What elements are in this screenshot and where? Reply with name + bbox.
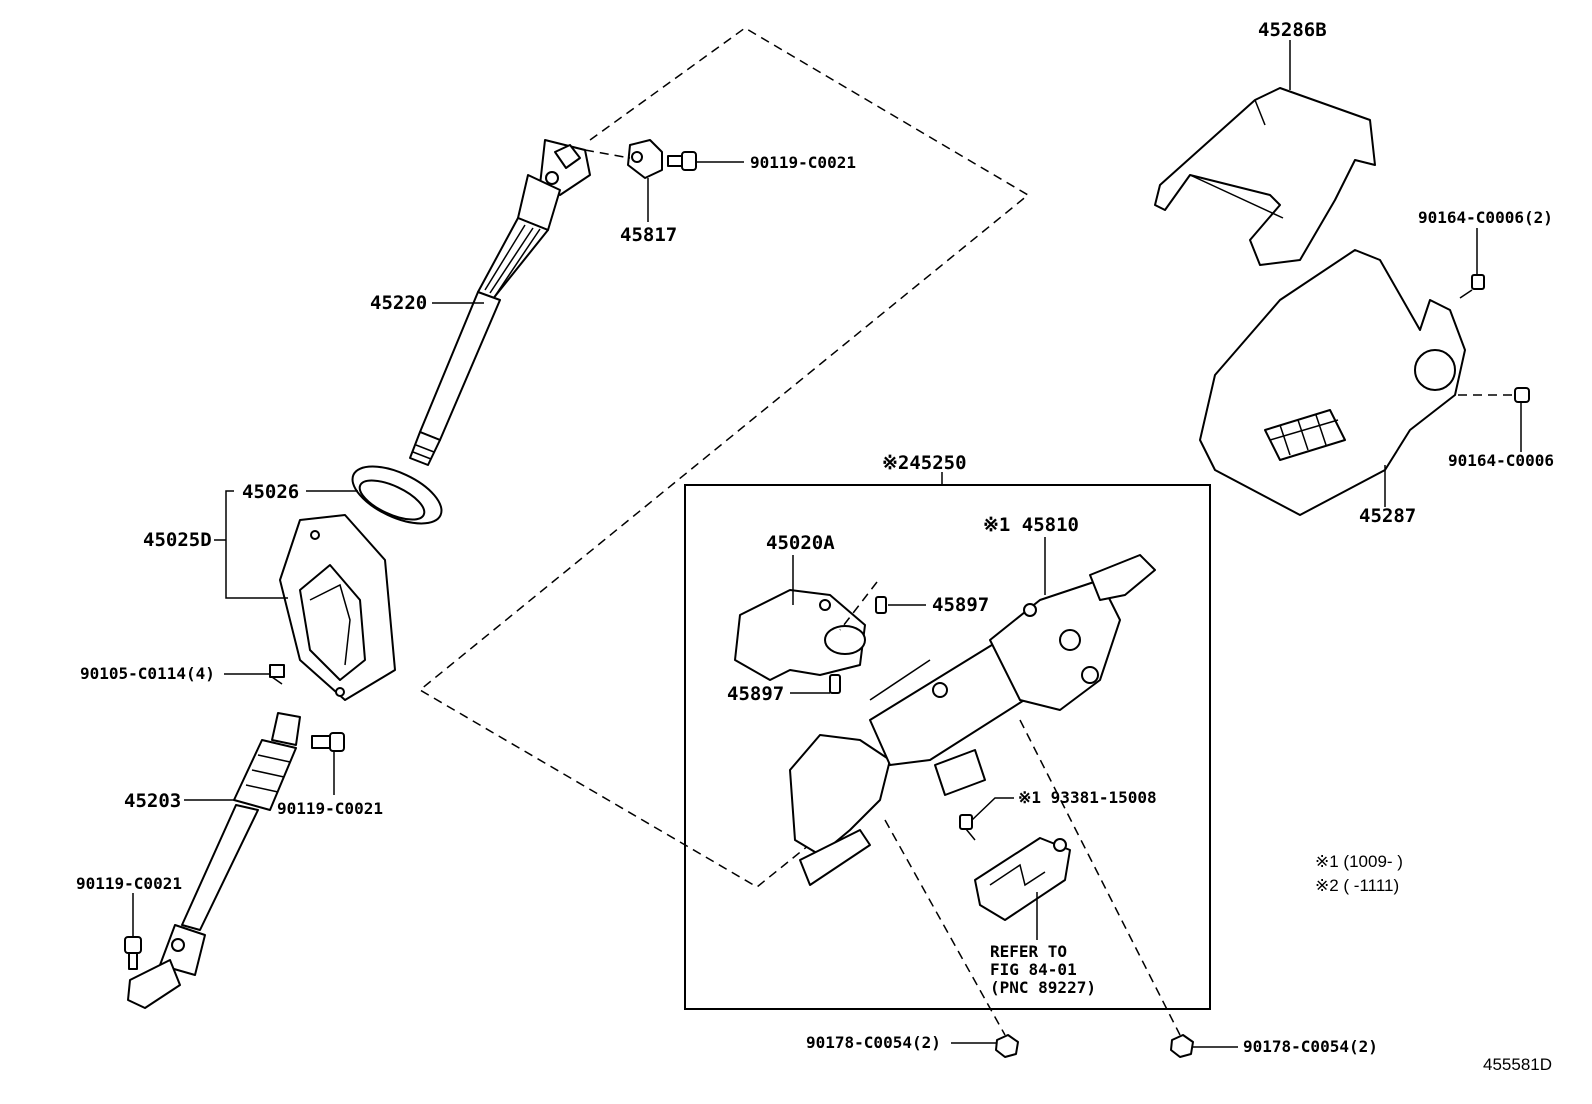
label-90164-c0006-2: 90164-C0006(2) [1418, 208, 1553, 227]
dashed-reference-outline [418, 27, 1030, 888]
note-2: ※2 ( -1111) [1315, 876, 1400, 895]
label-90178-c0054-left: 90178-C0054(2) [806, 1033, 941, 1052]
label-45287: 45287 [1359, 505, 1417, 527]
bolt-90119-top [667, 151, 697, 171]
label-45250: ※245250 [882, 452, 967, 474]
bolt-90119-low [124, 936, 142, 970]
label-90119-c0021-low: 90119-C0021 [76, 874, 182, 893]
label-90178-c0054-right: 90178-C0054(2) [1243, 1037, 1378, 1056]
lower-shaft-45203 [127, 712, 301, 1009]
label-90119-c0021-top: 90119-C0021 [750, 153, 856, 172]
label-45810: ※1 45810 [983, 514, 1079, 536]
lower-column-cover-45287 [1199, 249, 1466, 516]
label-90164-c0006: 90164-C0006 [1448, 451, 1554, 470]
label-45203: 45203 [124, 790, 182, 812]
screw-45897-b [829, 674, 841, 694]
label-90105-c0114-4: 90105-C0114(4) [80, 664, 215, 683]
label-45020A: 45020A [766, 532, 835, 554]
label-45897-b: 45897 [727, 683, 785, 705]
motor-45020A [734, 589, 866, 681]
label-45817: 45817 [620, 224, 678, 246]
nut-90178-left [995, 1034, 1019, 1058]
label-93381-15008: ※1 93381-15008 [1018, 788, 1157, 807]
sensor-bracket [974, 837, 1071, 921]
boot-cover-45025D [279, 514, 396, 701]
label-45286B: 45286B [1258, 19, 1327, 41]
bracket-45817 [584, 139, 663, 179]
screw-90164-upper [1459, 274, 1485, 299]
column-assembly-box [684, 484, 1211, 1010]
bolt-90105 [269, 664, 285, 685]
label-45220: 45220 [370, 292, 428, 314]
screw-45897-a [839, 581, 887, 631]
screw-90164-lower [1458, 387, 1530, 403]
nut-90178-right [1170, 1034, 1194, 1058]
intermediate-shaft-45220 [409, 139, 591, 466]
refer-to-note: REFER TO FIG 84-01 (PNC 89227) [990, 942, 1096, 997]
screw-93381 [959, 814, 976, 841]
label-45025D: 45025D [143, 529, 212, 551]
label-45897-a: 45897 [932, 594, 990, 616]
label-90119-c0021-mid: 90119-C0021 [277, 799, 383, 818]
boot-ring-45026 [351, 465, 443, 525]
note-1: ※1 (1009- ) [1315, 852, 1403, 871]
bolt-90119-mid [311, 732, 345, 752]
upper-column-cover-45286B [1154, 87, 1376, 266]
figure-reference: 455581D [1483, 1055, 1553, 1074]
label-45026: 45026 [242, 481, 300, 503]
column-assembly-body [789, 554, 1156, 886]
